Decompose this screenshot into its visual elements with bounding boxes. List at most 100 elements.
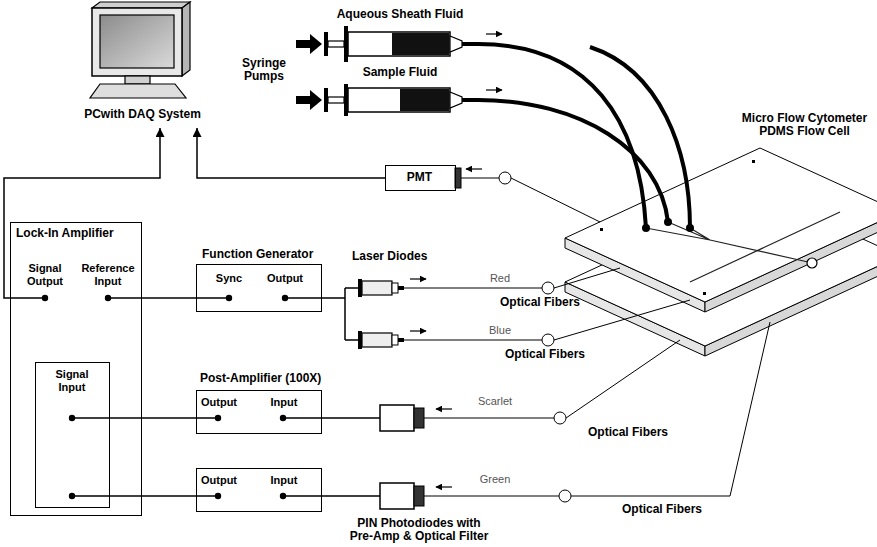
port-label: Reference Input: [80, 262, 136, 288]
diode-body: [362, 333, 392, 347]
signal-connector: [142, 297, 196, 299]
signal-input-box: Signal Input: [35, 362, 110, 508]
push-arrow: [296, 90, 322, 110]
wavelength-label: Red: [480, 272, 520, 285]
component-label: PIN Photodiodes with Pre-Amp & Optical F…: [346, 517, 492, 543]
outlet-port: [807, 258, 817, 268]
pmt-label: PMT: [386, 171, 453, 184]
photodiode-body: [380, 405, 414, 431]
syringe-barrel: [348, 32, 450, 56]
sheath-tube: [590, 47, 690, 228]
terminal-dot: [215, 415, 221, 421]
terminal-dot: [42, 295, 48, 301]
instrument-title: Lock-In Amplifier: [16, 227, 134, 240]
terminal-dot: [215, 493, 221, 499]
signal-connector: [110, 417, 197, 419]
terminal-dot: [69, 493, 75, 499]
fluid-label: Aqueous Sheath Fluid: [325, 8, 475, 21]
fiber-label: Optical Fibers: [622, 503, 702, 516]
sheath-syringe: [296, 26, 502, 62]
fiber-loop: [542, 334, 554, 346]
plunger-rod: [328, 41, 344, 47]
pump-label: Syringe Pumps: [234, 57, 294, 83]
function-generator: Function GeneratorSyncOutput: [196, 264, 322, 312]
diode-collar: [392, 335, 398, 345]
sheath-tube: [478, 44, 646, 228]
terminal-dot: [282, 295, 288, 301]
laser-diode: [358, 331, 404, 349]
pdms-plate: [565, 148, 877, 302]
diode-collar: [392, 283, 398, 293]
monitor-side: [182, 2, 190, 76]
diode-nose: [398, 286, 404, 290]
instrument-title: Function Generator: [202, 248, 332, 261]
monitor-screen: [100, 15, 174, 68]
inlet-port: [686, 224, 694, 232]
signal-connector: [4, 128, 160, 298]
post-amplifier: OutputInput: [196, 468, 322, 512]
computer-icon: [90, 2, 190, 98]
flow-cell: [565, 148, 877, 356]
signal-wire: [10, 288, 380, 496]
sample-tube: [478, 100, 668, 222]
port-label: Input: [262, 396, 306, 409]
screw: [600, 228, 603, 231]
fiber-label: Optical Fibers: [505, 348, 585, 361]
diode-body: [362, 281, 392, 295]
syringe-nozzle: [462, 42, 478, 46]
signal-connector: [197, 128, 385, 178]
terminal-dot: [69, 415, 75, 421]
fiber-label: Optical Fibers: [588, 426, 668, 439]
inlet-port: [642, 224, 650, 232]
optical-fiber: [424, 322, 770, 496]
monitor-top: [92, 2, 190, 8]
lock-in-amplifier: Lock-In AmplifierSignal Output Reference …: [10, 222, 142, 516]
computer: PCwith DAQ System: [70, 6, 215, 128]
light-arrow: [410, 278, 426, 279]
sample-syringe: [296, 84, 502, 116]
terminal-dot: [280, 493, 286, 499]
syringe-nozzle: [462, 98, 478, 102]
syringe-tip: [450, 92, 462, 108]
monitor-body: [92, 8, 182, 76]
monitor-neck: [125, 76, 150, 84]
fiber-label: Optical Fibers: [500, 296, 580, 309]
terminal-dot: [280, 415, 286, 421]
port-label: Output: [197, 396, 241, 409]
terminal-dot: [105, 295, 111, 301]
post-amplifier: Output Input: [196, 390, 322, 434]
photodiode: [380, 405, 424, 431]
fiber-loop: [554, 412, 566, 424]
port-label: Output: [197, 474, 241, 487]
optical-fiber: [404, 268, 620, 288]
syringe-tip: [450, 36, 462, 52]
diode-flange: [358, 279, 362, 297]
plunger-thumb: [324, 88, 328, 112]
tubing: [478, 44, 694, 232]
diode-nose: [398, 338, 404, 342]
monitor-base: [90, 84, 186, 98]
plunger-rod: [328, 97, 344, 103]
syringe-fluid: [400, 89, 449, 111]
light-arrow: [466, 168, 482, 169]
light-arrow: [436, 408, 452, 409]
diode-flange: [358, 331, 362, 349]
optical-fiber: [424, 340, 680, 418]
photodiode: [380, 483, 424, 509]
port-label: Signal Output: [20, 262, 70, 288]
wavelength-label: Scarlet: [470, 395, 520, 408]
screw: [703, 292, 706, 295]
flow-arrow: [486, 33, 502, 34]
optical-filter: [414, 486, 424, 506]
fiber-loop: [542, 282, 554, 294]
fluid-label: Sample Fluid: [325, 66, 475, 79]
laser-diode: [358, 279, 404, 297]
port-label: Output: [255, 272, 315, 285]
wavelength-label: Green: [470, 473, 520, 486]
plunger-thumb: [324, 32, 328, 56]
flow-arrow: [486, 89, 502, 90]
fiber-loop: [559, 490, 571, 502]
photodiode-body: [380, 483, 414, 509]
terminal-dot: [226, 295, 232, 301]
pmt-box: PMT: [385, 165, 456, 191]
